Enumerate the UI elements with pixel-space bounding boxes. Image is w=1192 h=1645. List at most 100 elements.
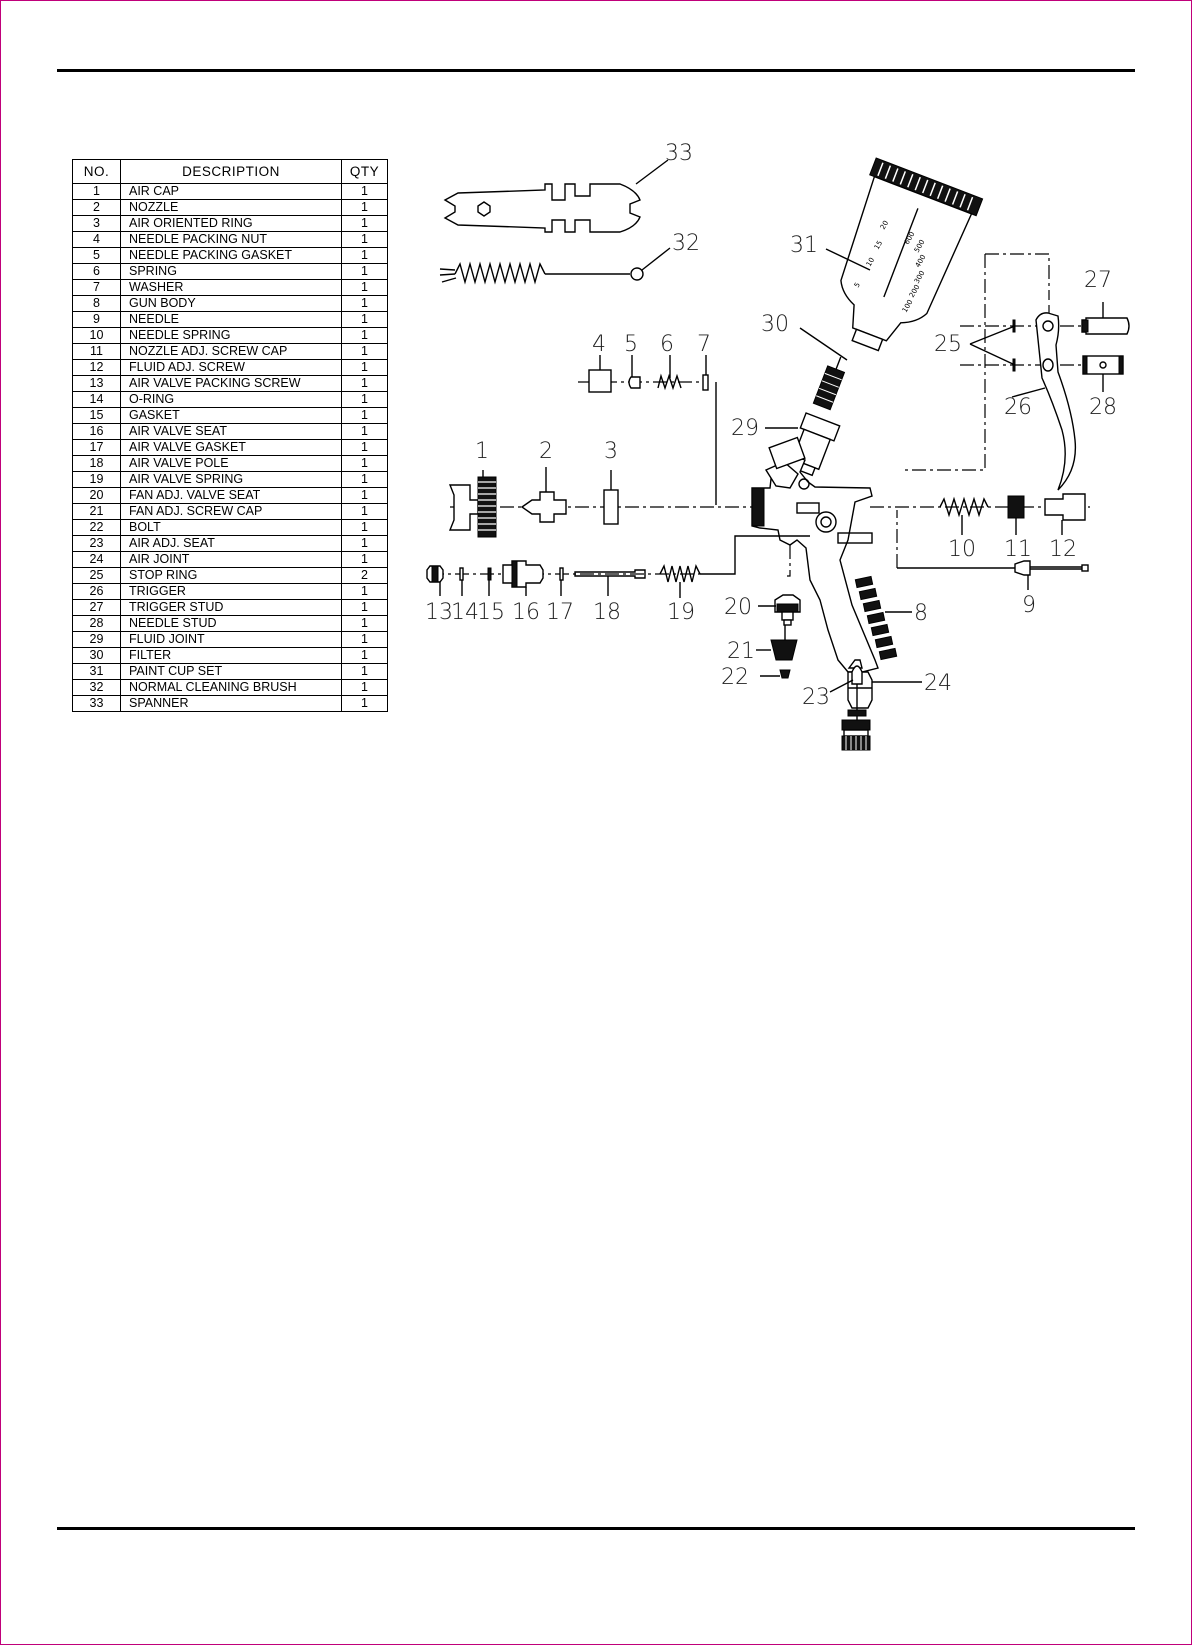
part-description: SPRING: [120, 263, 342, 280]
needle-packing-parts: [578, 355, 717, 505]
gun-body-part: [751, 436, 912, 673]
air-joint-parts: [829, 659, 922, 751]
footer-rule: [57, 1527, 1135, 1530]
part-number: 17: [72, 439, 121, 456]
part-description: AIR VALVE GASKET: [120, 439, 342, 456]
part-description: SPANNER: [120, 695, 342, 712]
air-cap-and-nozzle-parts: [448, 467, 760, 538]
part-number: 18: [72, 455, 121, 472]
part-quantity: 1: [341, 247, 388, 264]
part-description: NEEDLE PACKING NUT: [120, 231, 342, 248]
callout-2: 2: [539, 439, 553, 464]
gun-grip-rings: [854, 575, 898, 661]
callout-8: 8: [914, 601, 928, 626]
callout-21: 21: [727, 639, 755, 664]
callout-24: 24: [924, 671, 952, 696]
part-description: NEEDLE PACKING GASKET: [120, 247, 342, 264]
filter-part: [812, 356, 846, 411]
part-number: 24: [72, 551, 121, 568]
callout-10: 10: [948, 537, 976, 562]
callout-3: 3: [604, 439, 618, 464]
callout-27: 27: [1084, 268, 1112, 293]
air-valve-parts: [426, 535, 810, 598]
needle-part: [896, 510, 1089, 590]
part-description: BOLT: [120, 519, 342, 536]
callout-33: 33: [665, 141, 693, 166]
cup-scale-left-0: 20: [879, 219, 890, 231]
callout-15: 15: [477, 600, 505, 625]
parts-table-header: NO. DESCRIPTION QTY: [72, 159, 388, 184]
part-description: NEEDLE SPRING: [120, 327, 342, 344]
trigger-assembly-parts: [902, 253, 1130, 491]
callout-13: 13: [425, 600, 453, 625]
part-quantity: 1: [341, 391, 388, 408]
part-description: NOZZLE: [120, 199, 342, 216]
callout-14: 14: [451, 600, 479, 625]
rear-adjustment-parts: [870, 493, 1090, 535]
part-number: 19: [72, 471, 121, 488]
header-description: DESCRIPTION: [120, 159, 342, 184]
cleaning-brush-part: [439, 247, 671, 285]
part-description: AIR VALVE SPRING: [120, 471, 342, 488]
part-quantity: 1: [341, 695, 388, 712]
part-quantity: 1: [341, 615, 388, 632]
part-description: AIR VALVE SEAT: [120, 423, 342, 440]
callout-9: 9: [1022, 593, 1036, 618]
callout-11: 11: [1004, 537, 1032, 562]
cup-scale-left-3: 5: [853, 281, 862, 289]
callout-22: 22: [721, 665, 749, 690]
callout-17: 17: [546, 600, 574, 625]
callout-12: 12: [1049, 537, 1077, 562]
header-rule: [57, 69, 1135, 72]
callout-29: 29: [731, 416, 759, 441]
part-description: NORMAL CLEANING BRUSH: [120, 679, 342, 696]
callout-6: 6: [660, 332, 674, 357]
part-number: 11: [72, 343, 121, 360]
callout-30: 30: [761, 312, 789, 337]
callout-18: 18: [593, 600, 621, 625]
callout-28: 28: [1089, 395, 1117, 420]
callout-16: 16: [512, 600, 540, 625]
callout-31: 31: [790, 233, 818, 258]
paint-cup-part: [840, 157, 984, 352]
part-number: 22: [72, 519, 121, 536]
spanner-part: [443, 159, 669, 233]
callout-20: 20: [724, 595, 752, 620]
fan-adjustment-parts: [756, 545, 801, 679]
part-number: 28: [72, 615, 121, 632]
callout-25: 25: [934, 332, 962, 357]
part-description: FAN ADJ. VALVE SEAT: [120, 487, 342, 504]
callout-32: 32: [672, 231, 700, 256]
part-number: 20: [72, 487, 121, 504]
callout-19: 19: [667, 600, 695, 625]
cup-scale-left-1: 15: [873, 239, 884, 251]
header-no: NO.: [72, 159, 121, 184]
callout-7: 7: [697, 332, 711, 357]
callout-4: 4: [592, 332, 606, 357]
callout-5: 5: [624, 332, 638, 357]
cup-scale-left-2: 10: [865, 256, 876, 268]
callout-1: 1: [475, 439, 489, 464]
